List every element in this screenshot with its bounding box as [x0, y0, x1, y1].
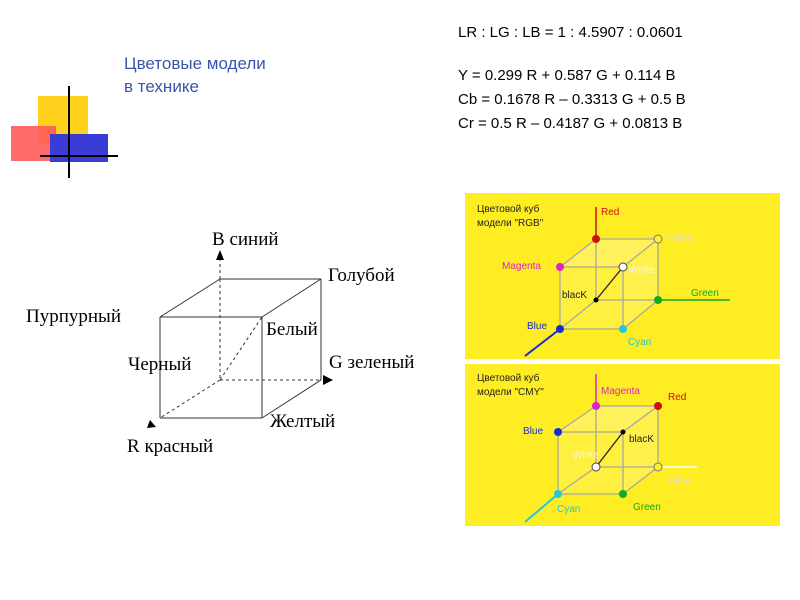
formula-y: Y = 0.299 R + 0.587 G + 0.114 B [458, 67, 676, 84]
rgb-label-blue: Blue [527, 321, 548, 332]
rgb-cube-face [560, 267, 623, 329]
cube-label-b: B синий [212, 229, 279, 251]
rgb-vertex-black [593, 297, 599, 303]
cmy-label-cyan: Cyan [557, 504, 581, 515]
cmy-vertex-red [654, 402, 662, 410]
g-axis-letter: G [329, 352, 343, 373]
rgb-cube-edge [622, 299, 659, 330]
cmy-label-black: blacK [629, 434, 655, 445]
rgb-label-red: Red [601, 207, 620, 218]
cmy-vertex-blue [554, 428, 562, 436]
cube-label-r: R красный [127, 436, 213, 458]
cmy-vertex-magenta [592, 402, 600, 410]
logo-vertical-line [68, 86, 70, 178]
cmy-vertex-black [620, 429, 626, 435]
cmy-cube-face [558, 432, 623, 494]
cmy-caption-line2: модели "CMY" [477, 387, 544, 398]
cmy-cube-face [558, 406, 658, 432]
cmy-gray-diagonal [595, 431, 624, 468]
rgb-caption: Цветовой куб модели "RGB" [477, 203, 543, 231]
cmy-label-magenta: Magenta [601, 386, 640, 397]
g-axis-arrowhead [323, 375, 333, 385]
slide-title-line1: Цветовые модели [124, 54, 266, 73]
r-axis-arrowhead [147, 420, 156, 428]
cmy-cube-edge [622, 466, 659, 495]
r-axis-letter: R [127, 436, 140, 457]
rgb-blue-axis [524, 328, 561, 357]
rgb-label-green: Green [691, 288, 719, 299]
rgb-caption-line1: Цветовой куб [477, 204, 540, 215]
cube-label-magenta: Пурпурный [26, 306, 121, 327]
rgb-caption-line2: модели "RGB" [477, 218, 544, 229]
cmy-caption: Цветовой куб модели "CMY" [477, 372, 544, 400]
cmy-vertex-yellow [653, 462, 663, 472]
cmy-cube-edge [622, 405, 659, 433]
b-axis-letter: B [212, 229, 225, 250]
cmy-cube-drawing [524, 374, 697, 523]
r-axis-name: красный [144, 436, 214, 457]
formula-cb: Cb = 0.1678 R – 0.3313 G + 0.5 B [458, 91, 686, 108]
cmy-label-red: Red [668, 392, 687, 403]
cmy-vertex-cyan [554, 490, 562, 498]
slide-title-line2: в технике [124, 77, 199, 96]
rgb-vertex-magenta [556, 263, 564, 271]
cube-diagonal [219, 316, 263, 381]
rgb-vertex-yellow [653, 234, 663, 244]
rgb-vertex-cyan [619, 325, 627, 333]
cmy-label-white: White [573, 450, 599, 461]
cmy-vertex-white [591, 462, 601, 472]
rgb-vertex-green [654, 296, 662, 304]
rgb-cube-edge [622, 238, 659, 268]
cube-label-cyan: Голубой [328, 265, 395, 286]
decorative-logo [8, 86, 118, 181]
rgb-cube-edge [559, 299, 597, 330]
cube-label-yellow: Желтый [270, 411, 336, 432]
cmy-label-yellow: Yellow [664, 476, 693, 487]
rgb-label-yellow: Yellow [666, 233, 695, 244]
rgb-cube-panel: Цветовой куб модели "RGB" Red Yellow Mag… [465, 193, 780, 359]
luminance-ratio: LR : LG : LB = 1 : 4.5907 : 0.0601 [458, 24, 683, 41]
rgb-cube-face [560, 239, 658, 267]
cmy-cube-edge [557, 405, 597, 433]
cmy-cyan-axis [524, 493, 559, 523]
cmy-label-blue: Blue [523, 426, 544, 437]
logo-blue-square [50, 134, 108, 162]
rgb-label-black: blacK [562, 290, 588, 301]
rgb-vertex-blue [556, 325, 564, 333]
cmy-caption-line1: Цветовой куб [477, 373, 540, 384]
cube-label-g: G зеленый [329, 352, 414, 374]
cmy-label-green: Green [633, 502, 661, 513]
cmy-cube-panel: Цветовой куб модели "CMY" Magenta Red Bl… [465, 364, 780, 526]
formula-cr: Cr = 0.5 R – 0.4187 G + 0.0813 B [458, 115, 683, 132]
cmy-vertex-green [619, 490, 627, 498]
cube-hidden-edge [159, 379, 221, 419]
cube-label-white: Белый [266, 319, 318, 340]
rgb-gray-diagonal [595, 266, 624, 301]
cube-edge [159, 278, 221, 318]
rgb-cube-edge [559, 238, 597, 268]
rgb-label-magenta: Magenta [502, 261, 541, 272]
slide-title: Цветовые модели в технике [124, 52, 266, 98]
rgb-label-white: White [629, 265, 655, 276]
b-axis-name: синий [229, 229, 279, 250]
cmy-cube-edge [557, 466, 597, 495]
rgb-cube-drawing [524, 207, 730, 357]
g-axis-name: зеленый [347, 352, 415, 373]
rgb-vertex-red [592, 235, 600, 243]
color-cube-diagram [147, 250, 333, 428]
b-axis-arrowhead [216, 250, 224, 260]
rgb-vertex-white [618, 262, 628, 272]
cube-edge [261, 278, 322, 318]
logo-horizontal-line [40, 155, 118, 157]
rgb-label-cyan: Cyan [628, 337, 652, 348]
cube-label-black: Черный [128, 354, 192, 375]
cmy-cube-face [623, 406, 658, 494]
cube-edge [261, 379, 322, 419]
